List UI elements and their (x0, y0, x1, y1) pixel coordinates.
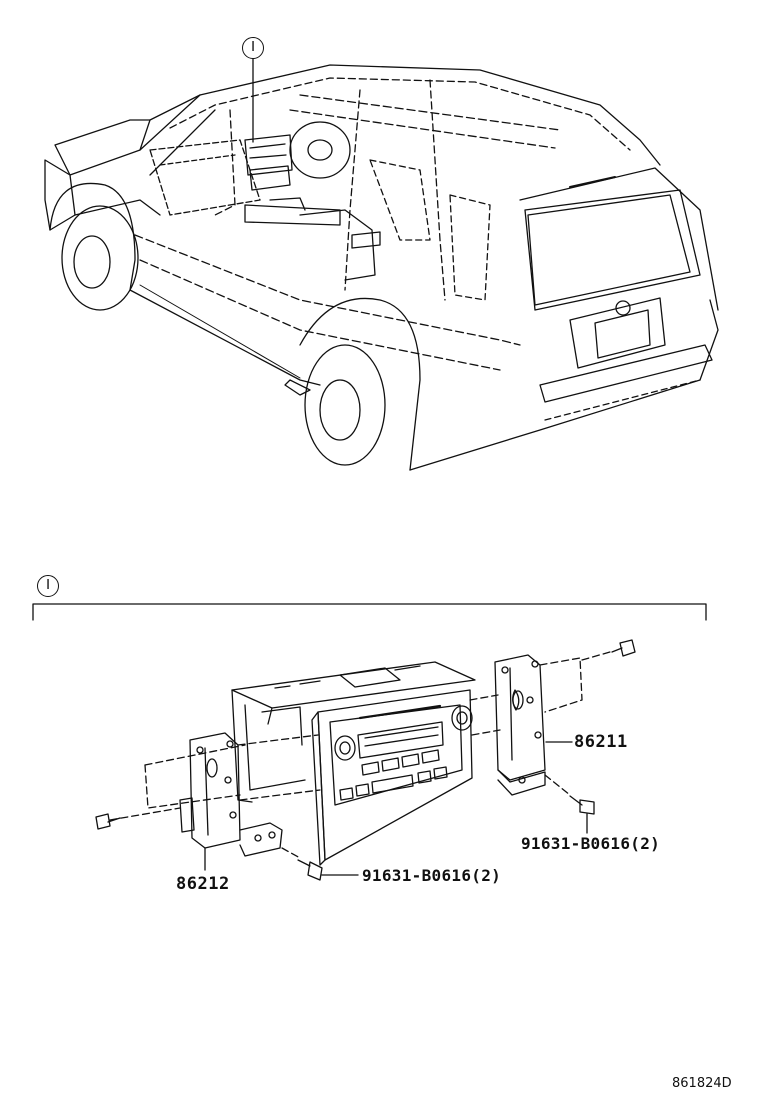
section-bracket-line (32, 603, 707, 621)
screw-bottom-right (569, 795, 595, 815)
screw-top-right (611, 639, 636, 657)
vehicle-callout: I (242, 37, 264, 59)
figure-reference: 861824D (672, 1076, 732, 1091)
bracket-86211 (494, 654, 583, 796)
part-label-screw-right: 91631-B0616(2) (521, 834, 661, 853)
screw-bottom-left (297, 859, 323, 881)
part-label-86212: 86212 (176, 874, 230, 894)
vehicle-illustration (44, 64, 719, 471)
screws (95, 639, 636, 881)
bracket-86212 (179, 732, 283, 857)
screw-left-outer (95, 813, 121, 830)
section-callout: I (37, 575, 59, 597)
part-label-screw-left: 91631-B0616(2) (362, 866, 502, 885)
part-label-86211: 86211 (574, 732, 628, 752)
assembly-guide-lines (109, 651, 611, 859)
radio-receiver-assembly (231, 661, 476, 866)
